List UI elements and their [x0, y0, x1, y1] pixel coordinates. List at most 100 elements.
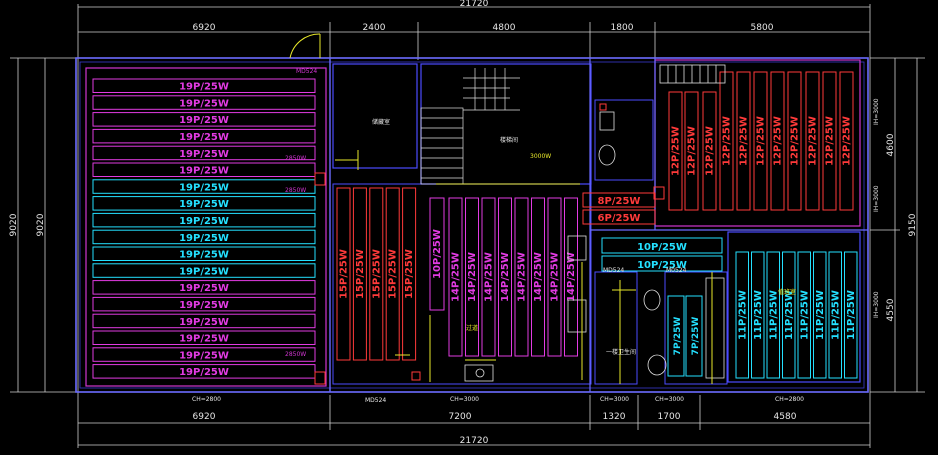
- mid-red-rack-4: [385, 187, 400, 361]
- left-note-1: 2850W: [285, 155, 306, 162]
- ch-tag-5: CH=2800: [775, 396, 804, 403]
- mid-red-rack-3: [369, 187, 384, 361]
- room-label-office: 值班室: [778, 288, 796, 296]
- door-swings: [289, 33, 713, 384]
- top-right-red-rack-4: [719, 71, 734, 211]
- top-right-red-rack-7-label: 12P/25W: [773, 116, 784, 166]
- power-note: 3000W: [530, 153, 551, 160]
- left-rack-5: [92, 145, 316, 161]
- mid-red-rack-1-label: 15P/25W: [339, 249, 350, 299]
- right-tag-2: IH=3000: [873, 185, 880, 212]
- mid-magenta-rack-1: [448, 197, 463, 357]
- top-right-red-rack-11: [839, 71, 854, 211]
- top-right-red-rack-1: [668, 91, 683, 211]
- top-right-red-rack-3: [702, 91, 717, 211]
- left-rack-10-label: 19P/25W: [179, 233, 229, 244]
- mid-magenta-rack-8-label: 14P/25W: [566, 252, 577, 302]
- mid-red-rack-4-label: 15P/25W: [388, 249, 399, 299]
- bottom-right-cyan-rack-1-label: 11P/25W: [737, 290, 748, 340]
- dim-top-2: 2400: [363, 23, 386, 33]
- mid-magenta-rack-6-label: 14P/25W: [533, 252, 544, 302]
- top-right-red-rack-5: [736, 71, 751, 211]
- dim-top-5: 5800: [751, 23, 774, 33]
- left-room-racks: 19P/25W 19P/25W 19P/25W 19P/25W 19P/25W 19P/2…: [92, 78, 316, 379]
- room-label-stair: 楼梯间: [500, 136, 518, 144]
- top-right-red-rack-1-label: 12P/25W: [671, 126, 682, 176]
- top-right-red-rack-4-label: 12P/25W: [722, 116, 733, 166]
- top-right-red-rack-10-label: 12P/25W: [825, 116, 836, 166]
- equipment-markers: [314, 103, 665, 385]
- left-rack-16: [92, 330, 316, 345]
- mid-red-rack-5: [402, 187, 417, 361]
- bottom-right-cyan-rack-2: [751, 251, 765, 379]
- dim-top-3: 4800: [493, 23, 516, 33]
- top-right-red-rack-2-label: 12P/25W: [687, 126, 698, 176]
- left-rack-18-label: 19P/25W: [179, 367, 229, 378]
- right-tag-1: IH=3000: [873, 98, 880, 125]
- dimension-texts: 21720 6920 2400 4800 1800 5800 6920 7200…: [9, 0, 918, 446]
- sanitary-fixtures: [464, 64, 726, 382]
- left-rack-17-label: 19P/25W: [179, 350, 229, 361]
- room-label-wash: 一楼卫生间: [606, 348, 636, 356]
- dim-top-1: 6920: [193, 23, 216, 33]
- left-rack-1-label: 19P/25W: [179, 82, 229, 93]
- dim-left-2: 9020: [36, 213, 46, 236]
- left-rack-3: [92, 112, 316, 127]
- door-tag-left: MD524: [296, 68, 317, 75]
- bottom-right-cyan-rack-4-label: 11P/25W: [784, 290, 795, 340]
- left-rack-9: [92, 212, 316, 228]
- bottom-right-cyan-rack-3-label: 11P/25W: [768, 290, 779, 340]
- mid-magenta-rack-4: [498, 197, 512, 357]
- left-note-3: 2850W: [285, 351, 306, 358]
- mid-magenta-rack-8: [564, 197, 578, 357]
- mid-magenta-rack-6: [531, 197, 545, 357]
- left-rack-5-label: 19P/25W: [179, 149, 229, 160]
- mid-magenta-rack-3: [481, 197, 496, 357]
- left-rack-3-label: 19P/25W: [179, 115, 229, 126]
- small-cyan-rack-label-1: 7P/25W: [673, 317, 683, 356]
- ch-tag-3: CH=3000: [600, 396, 629, 403]
- left-rack-11-label: 19P/25W: [179, 250, 229, 261]
- ch-tag-4: CH=3000: [655, 396, 684, 403]
- left-rack-7-label: 19P/25W: [179, 182, 229, 193]
- mid-magenta-rack-tall: [429, 197, 445, 311]
- bottom-right-cyan-rack-1: [735, 251, 749, 379]
- right-cyan-rack-label-b: 10P/25W: [637, 260, 687, 271]
- right-tag-3: IH=3000: [873, 291, 880, 318]
- top-right-red-rack-9: [805, 71, 820, 211]
- left-rack-9-label: 19P/25W: [179, 216, 229, 227]
- small-red-rack-label: 8P/25W: [598, 196, 641, 207]
- ch-tag-2: CH=3000: [450, 396, 479, 403]
- left-rack-12-label: 19P/25W: [179, 266, 229, 277]
- mid-red-rack-2: [352, 187, 367, 361]
- dim-right-1: 4600: [886, 133, 896, 156]
- mid-red-rack-3-label: 15P/25W: [371, 249, 382, 299]
- bottom-right-cyan-rack-6: [813, 251, 827, 379]
- left-rack-17: [92, 347, 316, 362]
- mid-red-rack-2-label: 15P/25W: [355, 249, 366, 299]
- top-right-red-rack-11-label: 12P/25W: [842, 116, 853, 166]
- left-rack-16-label: 19P/25W: [179, 334, 229, 345]
- top-right-red-rack-10: [822, 71, 837, 211]
- left-rack-11: [92, 246, 316, 261]
- left-rack-15-label: 19P/25W: [179, 317, 229, 328]
- left-note-2: 2850W: [285, 187, 306, 194]
- mid-magenta-rack-3-label: 14P/25W: [484, 252, 495, 302]
- mid-magenta-rack-4-label: 14P/25W: [500, 252, 511, 302]
- bottom-right-cyan-rack-7-label: 11P/25W: [830, 290, 841, 340]
- bottom-right-cyan-rack-6-label: 11P/25W: [815, 290, 826, 340]
- left-rack-15: [92, 313, 316, 329]
- dim-right-2: 4550: [886, 298, 896, 321]
- left-rack-6-label: 19P/25W: [179, 166, 229, 177]
- mid-magenta-rack-7: [547, 197, 562, 357]
- left-rack-2-label: 19P/25W: [179, 98, 229, 109]
- mid-red-rack-1: [336, 187, 351, 361]
- bottom-right-cyan-rack-8-label: 11P/25W: [846, 290, 857, 340]
- mid-magenta-rack-5: [514, 197, 529, 357]
- small-magenta-rack-label: 6P/25W: [598, 213, 641, 224]
- left-rack-13-label: 19P/25W: [179, 283, 229, 294]
- top-right-red-rack-7: [770, 71, 785, 211]
- dim-left-1: 9020: [9, 213, 19, 236]
